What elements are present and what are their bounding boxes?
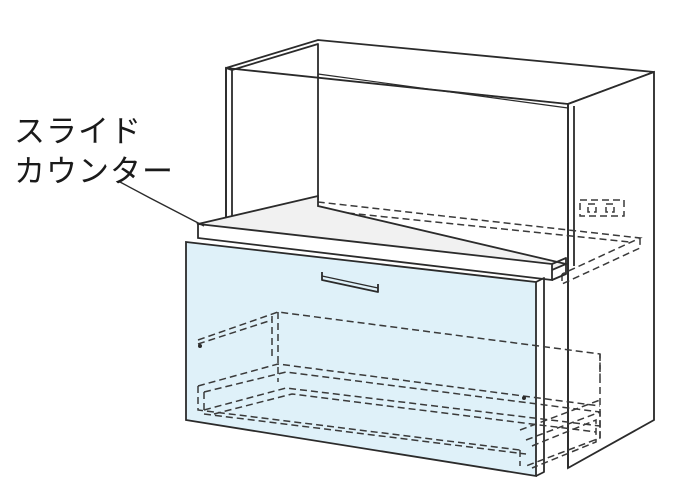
slide-counter: [196, 194, 569, 282]
callout-line-1: スライド: [14, 114, 142, 150]
cabinet-top: [225, 39, 655, 105]
drawer-handle: [321, 272, 379, 293]
interior-back-edge: [317, 73, 569, 109]
cabinet-right-side: [567, 70, 655, 470]
cabinet-left-side: [225, 43, 319, 232]
callout-leader-line: [119, 181, 205, 227]
runner-detail-hidden: [198, 344, 526, 400]
callout-line-2: カウンター: [14, 154, 174, 190]
drawer-front: [185, 240, 545, 478]
slide-counter-callout: スライド カウンター: [14, 112, 174, 192]
drawer-box-hidden: [197, 311, 601, 469]
side-bracket-hidden: [579, 199, 625, 217]
